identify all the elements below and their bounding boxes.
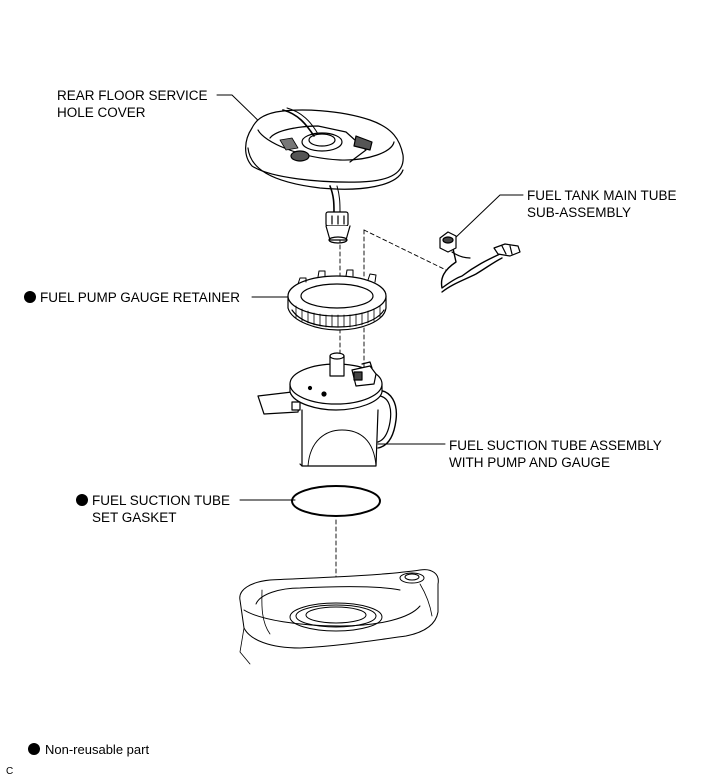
label-line: FUEL TANK MAIN TUBE <box>527 188 677 203</box>
label-fuel-suction-tube-gasket: FUEL SUCTION TUBE SET GASKET <box>92 492 230 526</box>
corner-code: C <box>6 766 14 777</box>
non-reusable-marker <box>24 291 36 303</box>
non-reusable-marker <box>76 494 88 506</box>
label-fuel-suction-tube-assembly: FUEL SUCTION TUBE ASSEMBLY WITH PUMP AND… <box>449 437 662 471</box>
fuel-suction-tube-assembly <box>257 352 398 467</box>
label-line: REAR FLOOR SERVICE <box>57 88 208 103</box>
label-line: WITH PUMP AND GAUGE <box>449 455 611 470</box>
leader-lines <box>216 94 524 501</box>
wire-connector <box>325 211 351 244</box>
label-line: HOLE COVER <box>57 105 146 120</box>
label-line: FUEL SUCTION TUBE ASSEMBLY <box>449 438 662 453</box>
fuel-pump-gauge-retainer <box>287 269 387 331</box>
leader-fuel-tank-main-tube <box>452 194 524 241</box>
label-line: SUB-ASSEMBLY <box>527 205 632 220</box>
label-line: SET GASKET <box>92 510 177 525</box>
label-fuel-tank-main-tube: FUEL TANK MAIN TUBE SUB-ASSEMBLY <box>527 187 677 221</box>
legend-text: Non-reusable part <box>45 742 150 757</box>
legend-symbol <box>28 743 40 755</box>
fuel-tank-main-tube <box>439 231 521 293</box>
label-line: FUEL PUMP GAUGE RETAINER <box>40 290 241 305</box>
fuel-suction-tube-set-gasket <box>291 485 381 517</box>
label-line: FUEL SUCTION TUBE <box>92 493 231 508</box>
label-fuel-pump-gauge-retainer: FUEL PUMP GAUGE RETAINER <box>40 289 240 306</box>
fuel-tank <box>239 569 439 665</box>
label-rear-floor-service-hole-cover: REAR FLOOR SERVICE HOLE COVER <box>57 87 208 121</box>
leader-rear-floor-cover <box>216 94 269 131</box>
rear-floor-service-hole-cover <box>245 107 404 213</box>
